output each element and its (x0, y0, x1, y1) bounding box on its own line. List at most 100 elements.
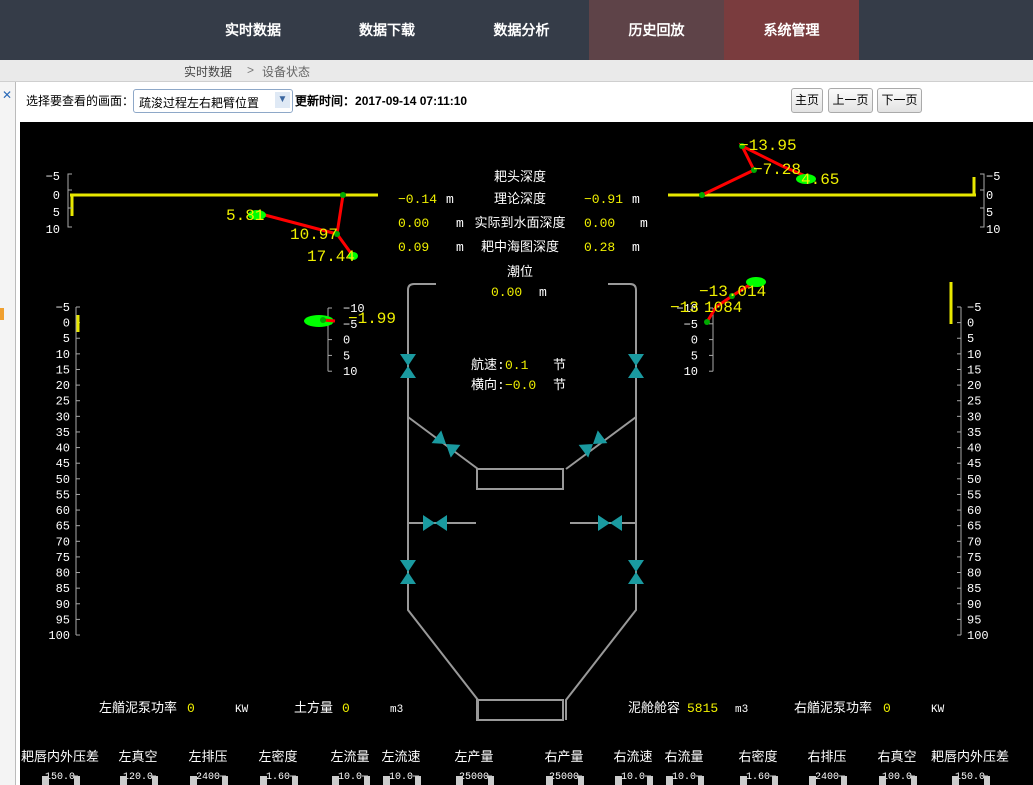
volume-label: 土方量 (294, 700, 333, 716)
valve-icon[interactable] (628, 560, 644, 584)
gauge-bar (647, 776, 653, 785)
scale-label: 55 (967, 488, 981, 502)
left-chart-depth-value: 0.09 (398, 240, 429, 255)
scale-label: 100 (967, 629, 989, 643)
prev-page-button[interactable]: 上一页 (828, 88, 873, 113)
scale-label: 80 (967, 567, 981, 581)
scale-label: 25 (56, 395, 70, 409)
tide-label: 潮位 (507, 265, 533, 280)
home-button[interactable]: 主页 (791, 88, 823, 113)
valve-icon[interactable] (431, 430, 461, 458)
right-pump-power-value: 0 (883, 701, 891, 716)
breadcrumb-current: 设备状态 (262, 65, 311, 79)
gauge-bar (292, 776, 298, 785)
scale-label: 70 (967, 535, 981, 549)
gauge-bar (74, 776, 80, 785)
gauge-max: 1.60 (266, 772, 290, 783)
right-actual-depth-value: 0.00 (584, 216, 615, 231)
scale-label: −5 (967, 301, 981, 315)
scale-label: 35 (56, 426, 70, 440)
hull-outline (407, 283, 637, 721)
valve-icon[interactable] (598, 515, 622, 531)
control-bar: 选择要查看的画面： 疏浚过程左右耙臂位置 ▼ 更新时间：2017-09-14 0… (19, 82, 1033, 122)
gauge-bar (364, 776, 370, 785)
view-select[interactable]: 疏浚过程左右耙臂位置 ▼ (133, 89, 293, 113)
drag-head-icon (348, 252, 358, 260)
left-lower-drag-arm (304, 315, 336, 327)
left-upper-readings: 5.81 10.97 17.44 (226, 207, 355, 266)
top-nav-bar: 实时数据 数据下载 数据分析 历史回放 系统管理 (0, 0, 1033, 60)
theory-depth-label: 理论深度 (494, 191, 546, 207)
scale-label: 5 (967, 332, 974, 346)
bottom-gauges: 耙唇内外压差150.0左真空120.0左排压2400左密度1.60左流量10.0… (21, 749, 1009, 785)
upper-right-scale-labels: −5 0 5 10 (986, 170, 1000, 237)
left-pump-power-label: 左艏泥泵功率 (99, 700, 177, 716)
scale-label: −5 (986, 170, 1000, 184)
arm-joint (729, 293, 735, 299)
unit-m: m (640, 216, 648, 231)
scale-label: 40 (967, 442, 981, 456)
breadcrumb-root[interactable]: 实时数据 (184, 65, 233, 79)
gauge-bar (879, 776, 886, 785)
scale-label: 100 (48, 629, 70, 643)
unit-m: m (456, 240, 464, 255)
valve-icon[interactable] (578, 430, 608, 458)
nav-system-management[interactable]: 系统管理 (724, 0, 859, 60)
gauge-max: 2400 (815, 772, 839, 783)
scale-label: 60 (967, 504, 981, 518)
right-pump-power-unit: KW (931, 704, 945, 716)
scale-label: 0 (967, 317, 974, 331)
close-icon[interactable]: ✕ (1, 88, 13, 102)
gauge-label: 耙唇内外压差 (21, 749, 99, 765)
gauge-label: 左流量 (330, 750, 369, 765)
speed-unit: 节 (553, 358, 566, 373)
gauge-label: 左产量 (454, 750, 493, 765)
arm-reading: −1.99 (348, 310, 396, 328)
scale-label: 50 (56, 473, 70, 487)
scale-label: 50 (967, 473, 981, 487)
hopper-capacity-label: 泥舱舱容 (628, 700, 680, 716)
scale-label: 75 (56, 551, 70, 565)
nav-realtime-data[interactable]: 实时数据 (225, 22, 281, 38)
next-page-button[interactable]: 下一页 (877, 88, 922, 113)
breadcrumb-separator: > (247, 63, 255, 77)
arm-reading: −13.95 (739, 137, 797, 155)
gauge-max: 25000 (549, 772, 579, 783)
nav-data-analysis[interactable]: 数据分析 (493, 22, 550, 38)
view-select-value: 疏浚过程左右耙臂位置 (139, 96, 260, 110)
upper-left-scale-labels: −5 0 5 10 (46, 170, 60, 237)
nav-data-download[interactable]: 数据下载 (359, 22, 415, 38)
gauge-bar (772, 776, 778, 785)
scale-label: 0 (986, 189, 993, 203)
water-line (70, 177, 976, 216)
speed-readouts: 航速: 0.1 节 横向: −0.0 节 (471, 357, 566, 393)
arm-joint (751, 167, 757, 173)
arm-reading: 1084 (704, 299, 742, 317)
scale-label: 10 (46, 223, 60, 237)
gauge-bar (415, 776, 421, 785)
scale-label: 30 (967, 410, 981, 424)
scale-label: 90 (967, 598, 981, 612)
valve-icon[interactable] (400, 560, 416, 584)
valve-icon[interactable] (628, 354, 644, 378)
nav-history-playback[interactable]: 历史回放 (589, 0, 724, 60)
chevron-down-icon[interactable]: ▼ (275, 92, 290, 108)
valve-icon[interactable] (400, 354, 416, 378)
gauge-bar (260, 776, 267, 785)
right-upper-drag-arm (699, 142, 816, 198)
update-time-label: 更新时间： (295, 94, 356, 108)
scale-label: 65 (56, 520, 70, 534)
scale-label: 85 (56, 582, 70, 596)
gauge-max: 1.60 (746, 772, 770, 783)
right-lower-drag-arm (704, 277, 766, 325)
scale-label: 0 (343, 334, 350, 348)
breadcrumb: 实时数据 > 设备状态 (0, 60, 1033, 82)
valve-icon[interactable] (423, 515, 447, 531)
gauge-label: 左排压 (188, 750, 227, 765)
